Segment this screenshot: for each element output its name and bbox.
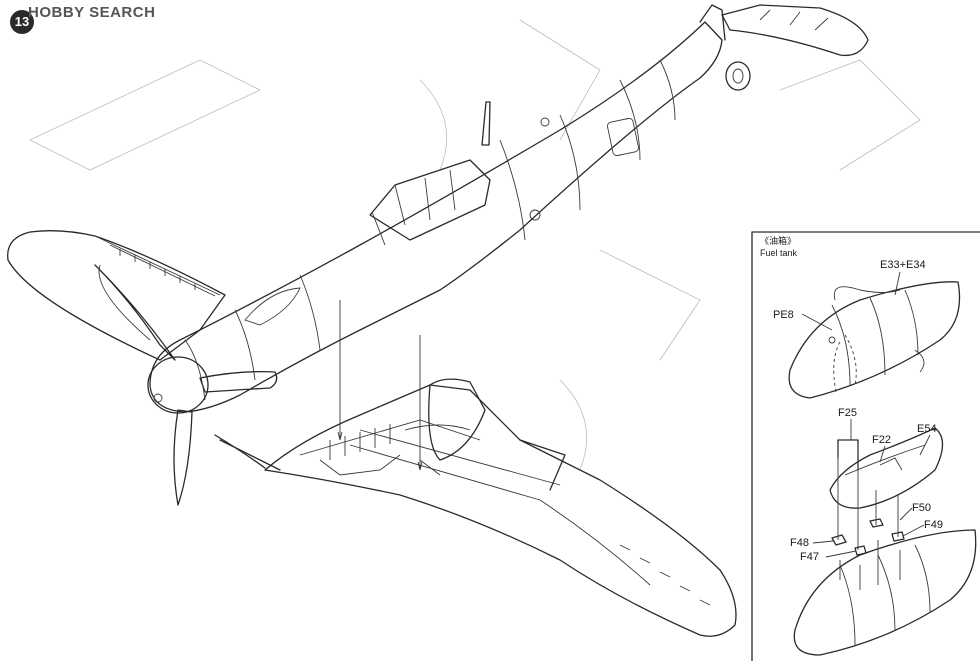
- upper-wing-left: [214, 434, 281, 471]
- step-number: 13: [14, 14, 30, 29]
- leader-lines: [812, 271, 931, 558]
- inset-title-cn: 《油箱》: [760, 235, 796, 246]
- label-f48: F48: [790, 537, 809, 549]
- label-f22: F22: [872, 434, 891, 446]
- step-number-badge: 13: [10, 10, 34, 34]
- horizontal-stabilizer-right: [721, 4, 869, 57]
- background-ghost-lines: [29, 19, 921, 471]
- spinner: [147, 356, 209, 414]
- inset-arrows: [801, 313, 901, 590]
- label-f50: F50: [912, 502, 931, 514]
- vertical-tail: [699, 4, 726, 41]
- watermark-text: HOBBY SEARCH: [28, 4, 156, 21]
- inset-title-en: Fuel tank: [760, 248, 798, 258]
- label-e54: E54: [917, 423, 937, 435]
- label-f49: F49: [924, 519, 943, 531]
- fuselage: [149, 21, 723, 413]
- watermark-logo: HOBBY SEARCH: [6, 4, 155, 21]
- canopy: [369, 159, 491, 246]
- tail-wheel: [725, 61, 751, 91]
- antenna-mast: [481, 101, 491, 146]
- label-f47: F47: [800, 551, 819, 563]
- small-parts: [831, 518, 905, 556]
- label-e33-e34: E33+E34: [880, 259, 926, 271]
- label-f25: F25: [838, 407, 857, 419]
- assembly-guide-lines: [337, 300, 423, 471]
- lower-wing: [264, 378, 737, 637]
- fuel-tank-assembled: [788, 281, 961, 399]
- label-pe8: PE8: [773, 309, 794, 321]
- fuel-tank-inset: 《油箱》 Fuel tank: [751, 231, 980, 661]
- propeller: [94, 264, 278, 506]
- horizontal-stabilizer-left: [7, 230, 226, 361]
- fuel-tank-lower-halves: [793, 529, 977, 656]
